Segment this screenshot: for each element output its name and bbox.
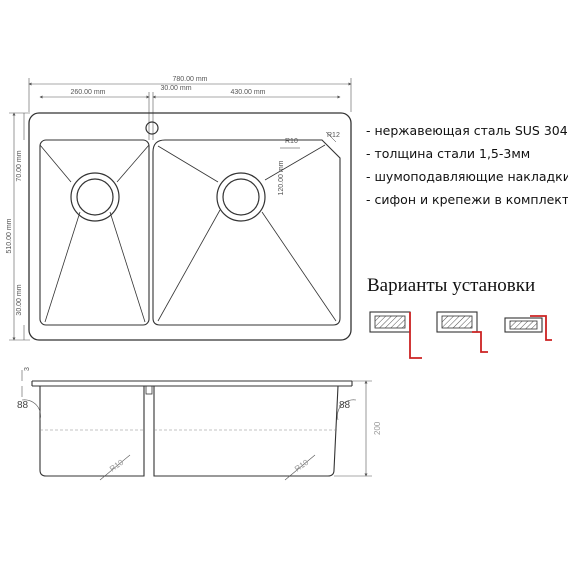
left-drain-inner — [76, 178, 114, 216]
feature-item: - толщина стали 1,5-3мм — [366, 146, 530, 161]
feature-item: - нержавеющая сталь SUS 304 — [366, 123, 568, 138]
side-view: 3 88 88 200 R10 R10 — [17, 367, 382, 481]
features-list: - нержавеющая сталь SUS 304 - толщина ст… — [366, 123, 568, 207]
feature-item: - сифон и крепежи в комплекте — [366, 192, 568, 207]
install-variant-overmount — [504, 315, 552, 341]
install-variant-undermount — [436, 311, 488, 353]
dim-left-top-margin: 70.00 mm — [16, 150, 23, 181]
top-view: 780.00 mm 260.00 mm 30.00 mm 430.00 mm 5… — [6, 76, 352, 341]
left-drain-outer — [70, 172, 120, 222]
dim-left-bowl-width: 260.00 mm — [70, 89, 105, 96]
dim-total-depth: 510.00 mm — [6, 218, 13, 253]
feature-item: - шумоподавляющие накладки — [366, 169, 568, 184]
dim-total-width: 780.00 mm — [172, 76, 207, 83]
left-bowl — [39, 139, 150, 326]
dim-left-angle: 88 — [17, 400, 29, 411]
dim-bowl-height: 200 — [373, 421, 382, 435]
right-drain-outer — [216, 172, 266, 222]
install-variant-flush — [369, 311, 422, 359]
dim-right-offset: 120.00 mm — [278, 160, 285, 195]
right-drain-inner — [222, 178, 260, 216]
dim-left-radius: R10 — [108, 458, 126, 474]
dim-right-angle: 88 — [339, 400, 351, 411]
top-dimension-lines — [9, 78, 352, 341]
dim-left-bottom-margin: 30.00 mm — [16, 284, 23, 315]
dim-corner-r12: R12 — [327, 132, 340, 139]
dim-right-bowl-width: 430.00 mm — [230, 89, 265, 96]
dim-rim-thickness: 3 — [24, 367, 31, 371]
right-bowl — [152, 131, 341, 326]
tap-hole — [145, 121, 159, 135]
dim-divider-width: 30.00 mm — [160, 85, 191, 92]
sink-outer-rim — [28, 112, 352, 341]
installation-title: Варианты установки — [367, 275, 535, 296]
dim-corner-r10: R10 — [285, 138, 298, 145]
dim-right-radius: R10 — [293, 458, 311, 474]
